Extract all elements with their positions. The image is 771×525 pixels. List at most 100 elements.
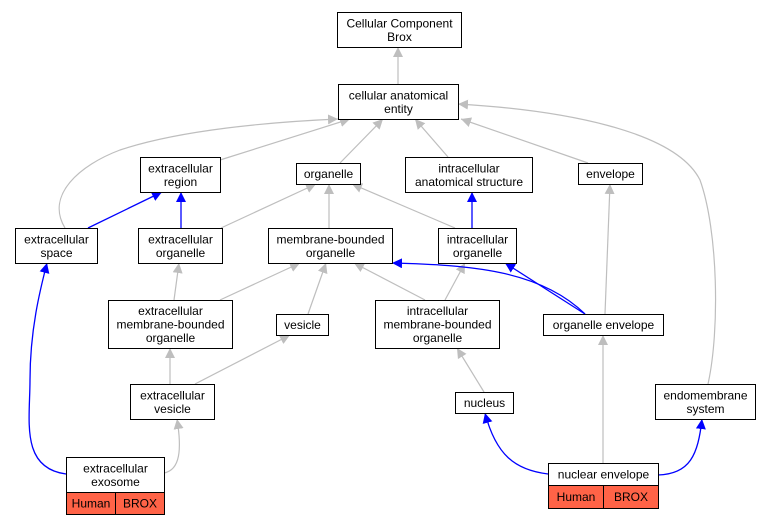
node-label-line: organelle (413, 331, 463, 345)
node-env[interactable]: envelope (578, 163, 643, 185)
node-label-line: endomembrane (663, 388, 747, 402)
node-box (130, 384, 215, 420)
edge-oenv-to-io-part-of (504, 262, 586, 315)
node-oenv[interactable]: organelle envelope (543, 314, 664, 336)
node-label-line: exosome (91, 475, 140, 489)
node-box (455, 392, 514, 414)
node-box (543, 314, 664, 336)
node-label-line: Brox (387, 30, 412, 44)
node-label-line: nuclear envelope (558, 468, 650, 482)
node-label-line: membrane-bounded (383, 318, 491, 332)
node-label-line: extracellular (83, 461, 148, 475)
node-box (15, 228, 98, 264)
node-label-line: space (40, 246, 72, 260)
node-label-line: entity (384, 102, 413, 116)
edge-exo-to-ecv-is-a (163, 418, 184, 474)
node-box (108, 300, 233, 349)
node-box (276, 314, 329, 336)
gene-cell (603, 485, 659, 509)
node-label-line: extracellular (148, 161, 213, 175)
node-box (405, 157, 533, 193)
node-box (578, 163, 643, 185)
node-label-line: organelle (453, 246, 503, 260)
node-label-line: region (164, 175, 197, 189)
node-label-line: anatomical structure (415, 175, 523, 189)
node-label-line: membrane-bounded (276, 232, 384, 246)
edge-ems-to-cae-is-a (457, 99, 717, 385)
node-label-line: organelle (146, 331, 196, 345)
node-label-line: extracellular (138, 304, 203, 318)
node-label-line: system (686, 402, 724, 416)
gene-label: BROX (123, 497, 157, 511)
edge-imbo-to-mbo-is-a (353, 262, 426, 301)
node-label-line: extracellular (24, 232, 89, 246)
node-label-line: nucleus (464, 396, 505, 410)
node-box (138, 228, 223, 264)
edge-nenv-to-ems-part-of (657, 418, 706, 476)
edges-layer (28, 47, 717, 476)
edge-io-to-org-is-a (351, 183, 456, 229)
edge-oenv-to-env-is-a (604, 183, 615, 315)
node-label-line: vesicle (284, 318, 321, 332)
node-box (375, 300, 500, 349)
annotation-row: Human BROX (548, 485, 659, 509)
edge-ecr-to-cae-is-a (219, 117, 351, 161)
edge-ecmbo-to-mbo-is-a (219, 262, 301, 301)
node-label-line: vesicle (154, 402, 191, 416)
gene-label: BROX (614, 490, 648, 504)
species-label: Human (557, 490, 596, 504)
gene-cell (115, 492, 165, 515)
node-box (337, 12, 462, 48)
edge-ecs-to-ecr-part-of (87, 191, 163, 229)
node-label-line: organelle (156, 246, 206, 260)
node-box (268, 228, 393, 264)
species-label: Human (72, 497, 111, 511)
edge-imbo-to-io-is-a (444, 262, 466, 301)
node-label-line: membrane-bounded (116, 318, 224, 332)
edge-nuc-to-imbo-is-a (456, 347, 485, 393)
edge-ves-to-mbo-is-a (307, 262, 328, 315)
node-label-line: organelle (304, 167, 354, 181)
edge-ecv-to-ves-is-a (194, 334, 291, 385)
edge-org-to-cae-is-a (339, 118, 384, 164)
node-ves[interactable]: vesicle (276, 314, 329, 336)
edge-ecs-to-cae-is-a (58, 114, 339, 229)
edge-ias-to-cae-is-a (414, 118, 449, 158)
edge-exo-to-ecs-part-of (28, 262, 67, 475)
node-nuc[interactable]: nucleus (455, 392, 514, 414)
node-box (296, 163, 361, 185)
node-label-line: cellular anatomical (349, 88, 448, 102)
node-box (438, 228, 517, 264)
node-org[interactable]: organelle (296, 163, 361, 185)
node-label-line: envelope (586, 167, 635, 181)
annotation-row: Human BROX (66, 492, 165, 515)
edge-ecmbo-to-eco-is-a (172, 262, 183, 301)
node-label-line: intracellular (447, 232, 508, 246)
node-box (655, 384, 756, 420)
node-label-line: organelle envelope (553, 318, 655, 332)
node-box (338, 84, 459, 120)
node-label-line: extracellular (140, 388, 205, 402)
edge-oenv-to-mbo-part-of (391, 258, 586, 315)
node-label-line: organelle (306, 246, 356, 260)
edge-eco-to-org-is-a (220, 183, 317, 229)
node-label-line: intracellular (438, 161, 499, 175)
node-label-line: extracellular (148, 232, 213, 246)
edge-nenv-to-nuc-part-of (482, 412, 549, 475)
